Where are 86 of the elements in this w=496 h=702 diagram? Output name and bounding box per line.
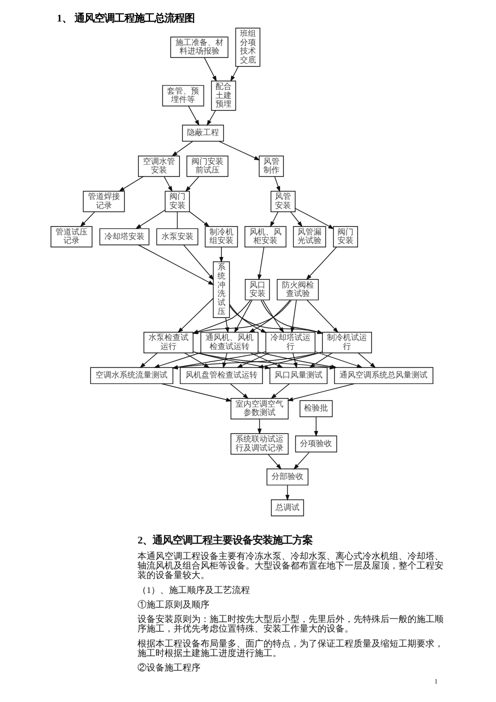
- arrow: [135, 210, 166, 230]
- node-box: 风管制作: [258, 156, 284, 177]
- arrow: [204, 57, 217, 82]
- node-box: 总调试: [270, 499, 304, 516]
- node-box: 分项验收: [295, 435, 338, 452]
- arrow: [230, 66, 239, 82]
- arrow: [222, 352, 228, 368]
- node-box: 系统冲洗试压: [212, 261, 230, 318]
- label: 根据本工程设备布局量多、面广的特点，为了保证工程质量及缩短工期要求，施工时根据土建施工进度进行施工。: [138, 638, 444, 658]
- arrow: [172, 141, 193, 156]
- node-box: 隐蔽工程: [182, 124, 224, 142]
- node-box: 阀门安装前试压: [186, 156, 228, 177]
- node-box: 室内空调空气参数测试: [230, 398, 289, 420]
- node-box: 风机盘管检查试运转: [180, 367, 263, 384]
- arrow: [219, 246, 224, 263]
- arrow: [262, 300, 284, 334]
- node-box: 施工准备、材料进场报验: [170, 36, 228, 58]
- arrow: [185, 176, 200, 192]
- arrow: [183, 244, 214, 280]
- arrow: [258, 246, 264, 280]
- arrow: [268, 454, 282, 470]
- diagram-title: 1、 通风空调工程施工总流程图: [56, 14, 195, 25]
- node-box: 套管、预埋件等: [162, 85, 204, 106]
- node-box: 管道试压记录: [50, 226, 92, 248]
- arrow: [293, 452, 310, 470]
- node-box: 防火阀检查试验: [276, 279, 319, 300]
- node-box: 风机、风柜安装: [244, 226, 286, 248]
- node-box: 冷却塔试运行: [265, 332, 316, 354]
- arrow: [189, 211, 210, 228]
- arrow: [270, 211, 278, 228]
- node-box: 阀门安装: [333, 226, 358, 248]
- node-box: 空调水管安装: [138, 156, 180, 177]
- arrow: [270, 383, 290, 399]
- arrow: [285, 484, 290, 501]
- label: 设备安装原则为：施工时按先大型后小型，先里后外，先特殊后一般的施工顺序施工，并优先考虑位置特殊、安装工作量大的设备。: [138, 614, 444, 634]
- node-box: 水泵安装: [156, 228, 198, 246]
- arrow: [164, 176, 173, 192]
- node-box: 制冷机组安装: [204, 226, 238, 248]
- arrow: [306, 246, 337, 280]
- arrow: [218, 141, 260, 160]
- arrow: [229, 304, 267, 333]
- arrow: [314, 416, 318, 437]
- connector: [176, 211, 178, 229]
- arrow: [248, 300, 290, 333]
- arrow: [188, 106, 200, 126]
- arrow: [206, 110, 216, 126]
- arrow: [154, 352, 202, 368]
- node-box: 通风机、风机检查试运转: [200, 332, 258, 354]
- arrow: [140, 352, 158, 368]
- node-box: 风口风量测试: [269, 367, 328, 384]
- arrow: [358, 352, 376, 368]
- arrow: [258, 418, 262, 435]
- arrow: [292, 352, 298, 368]
- arrow: [290, 211, 303, 228]
- node-box: 检验批: [300, 400, 333, 418]
- arrow: [314, 351, 363, 368]
- arrow: [138, 244, 214, 286]
- label: （1）、施工顺序及工艺流程: [138, 584, 250, 595]
- node-box: 风管漏光试验: [293, 226, 326, 248]
- arrow: [287, 383, 355, 402]
- arrow: [234, 300, 252, 334]
- node-box: 系统联动试运行及调试记录: [230, 433, 289, 455]
- node-box: 制冷机试运行: [322, 332, 372, 354]
- label: ①施工原则及顺序: [138, 599, 210, 610]
- node-box: 班组分项技术交底: [235, 28, 260, 67]
- node-box: 通风空调系统总风量测试: [334, 367, 434, 384]
- arrow: [274, 176, 280, 192]
- node-box: 空调水系统流量测试: [90, 367, 174, 384]
- node-box: 冷却塔安装: [99, 228, 150, 246]
- arrow: [161, 383, 232, 402]
- node-box: 配合土建预埋: [211, 80, 236, 111]
- node-box: 分部验收: [266, 468, 308, 486]
- label: 本通风空调工程设备主要有冷冻水泵、冷却水泵、离心式冷水机组、冷却塔、轴流风机及组合风柜等设备。大型设备都布置在地下一层及屋顶，整个工程安装的设备量较大。: [138, 550, 444, 580]
- arrow: [225, 317, 230, 334]
- node-box: 阀门安装: [164, 190, 190, 212]
- arrow: [294, 208, 334, 230]
- arrow: [184, 352, 210, 368]
- node-box: 管道焊接记录: [82, 190, 125, 212]
- label: 2、通风空调工程主要设备安装施工方案: [138, 535, 313, 546]
- node-box: 风口安装: [244, 279, 270, 300]
- arrow: [230, 383, 249, 399]
- node-box: 风管安装: [270, 190, 296, 212]
- arrow: [80, 211, 96, 228]
- node-box: 水泵检查试运行: [144, 332, 194, 354]
- label: ②设备施工程序: [138, 662, 201, 673]
- arrow: [118, 176, 144, 192]
